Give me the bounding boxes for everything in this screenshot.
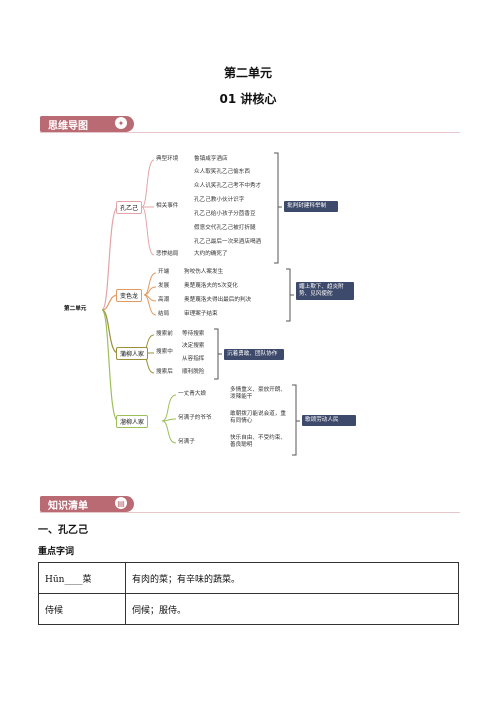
vocabulary-table: Hūn____菜 有肉的菜；有辛味的蔬菜。 侍候 伺候；服侍。 <box>38 562 459 625</box>
group-label: 一丈青大娘 <box>178 391 206 397</box>
leaf-item: 大约的确死了 <box>194 251 228 257</box>
meaning-cell: 有肉的菜；有辛味的蔬菜。 <box>125 562 459 594</box>
lightbulb-icon: ✦ <box>115 117 127 129</box>
group-label: 相关事件 <box>156 203 179 209</box>
leaf-item: 等待搜索 <box>182 331 205 337</box>
mindmap-root: 第二单元 <box>64 306 87 312</box>
lesson-title: 01 讲核心 <box>219 92 277 106</box>
leaf-item: 假意交代孔乙己被打折腿 <box>194 225 256 231</box>
term-cell: 侍候 <box>38 593 126 625</box>
leaf-item: 鲁镇咸亨酒店 <box>194 156 228 162</box>
mindmap-section-bar: 思维导图 ✦ <box>40 116 134 132</box>
summary-box: 批判封建科举制 <box>284 201 338 212</box>
leaf-item: 审理案子结束 <box>184 311 218 317</box>
leaf-item: 从容指挥 <box>182 356 205 362</box>
term-cell: Hūn____菜 <box>38 562 126 594</box>
branch-bianselong: 变色龙 <box>116 289 143 302</box>
group-label: 结局 <box>158 311 170 317</box>
summary-box: 沉着勇敢、团队协作 <box>224 349 284 360</box>
group-label: 高潮 <box>158 297 170 303</box>
leaf-item: 奥楚蔑洛夫得出最后的判决 <box>184 297 252 303</box>
leaf-item: 快乐自由、不受约束、善良聪明 <box>230 435 286 448</box>
group-label: 悲惨结局 <box>156 251 179 257</box>
leaf-item: 决定搜索 <box>182 343 205 349</box>
mindmap-section-label: 思维导图 <box>48 120 88 132</box>
group-label: 何满子的爷爷 <box>178 415 212 421</box>
leaf-item: 孔乙己最后一次来酒店喝酒 <box>194 239 262 245</box>
branch-puliu: 溜柳人家 <box>116 415 149 428</box>
group-label: 何满子 <box>178 439 195 445</box>
group-label: 典型环境 <box>156 156 179 162</box>
knowledge-section-bar: 知识清单 ▤ <box>40 496 134 512</box>
leaf-item: 顺利脱险 <box>182 369 205 375</box>
branch-kongyiji: 孔乙己 <box>116 201 143 214</box>
group-label: 开端 <box>158 269 170 275</box>
section-divider <box>40 512 460 513</box>
leaf-item: 奥楚蔑洛夫的5次变化 <box>184 283 238 289</box>
leaf-item: 众人讥笑孔乙己考不中秀才 <box>194 183 262 189</box>
leaf-item: 孔乙己教小伙计识字 <box>194 197 245 203</box>
branch-search: 蒲柳人家 <box>116 347 149 360</box>
leaf-item: 敢朝拨刀能说会道，重有同情心 <box>230 411 286 424</box>
leaf-item: 众人取笑孔乙己偷东西 <box>194 169 250 175</box>
group-label: 搜索后 <box>156 369 173 375</box>
subheading: 重点字词 <box>38 547 75 557</box>
mind-map: 第二单元 孔乙己 典型环境 鲁镇咸亨酒店 相关事件 众人取笑孔乙己偷东西 众人讥… <box>60 145 440 465</box>
group-label: 搜索中 <box>156 349 173 355</box>
section-divider <box>40 132 460 133</box>
section-heading: 一、孔乙己 <box>38 525 88 536</box>
meaning-cell: 伺候；服侍。 <box>125 593 459 625</box>
unit-title: 第二单元 <box>223 66 272 80</box>
knowledge-section-label: 知识清单 <box>48 500 88 512</box>
group-label: 搜索前 <box>156 331 173 337</box>
table-row: Hūn____菜 有肉的菜；有辛味的蔬菜。 <box>38 562 459 594</box>
leaf-item: 多情重义、豪放开朗、泼辣能干 <box>230 387 286 400</box>
summary-box: 歌颂劳动人民 <box>302 415 356 426</box>
table-row: 侍候 伺候；服侍。 <box>38 593 459 625</box>
document-icon: ▤ <box>115 497 127 509</box>
summary-box: 媚上欺下、趋炎附势、见风使舵 <box>296 282 354 300</box>
group-label: 发展 <box>158 283 170 289</box>
leaf-item: 孔乙己给小孩子分茴香豆 <box>194 211 256 217</box>
leaf-item: 狗咬伤人案发生 <box>184 269 224 275</box>
